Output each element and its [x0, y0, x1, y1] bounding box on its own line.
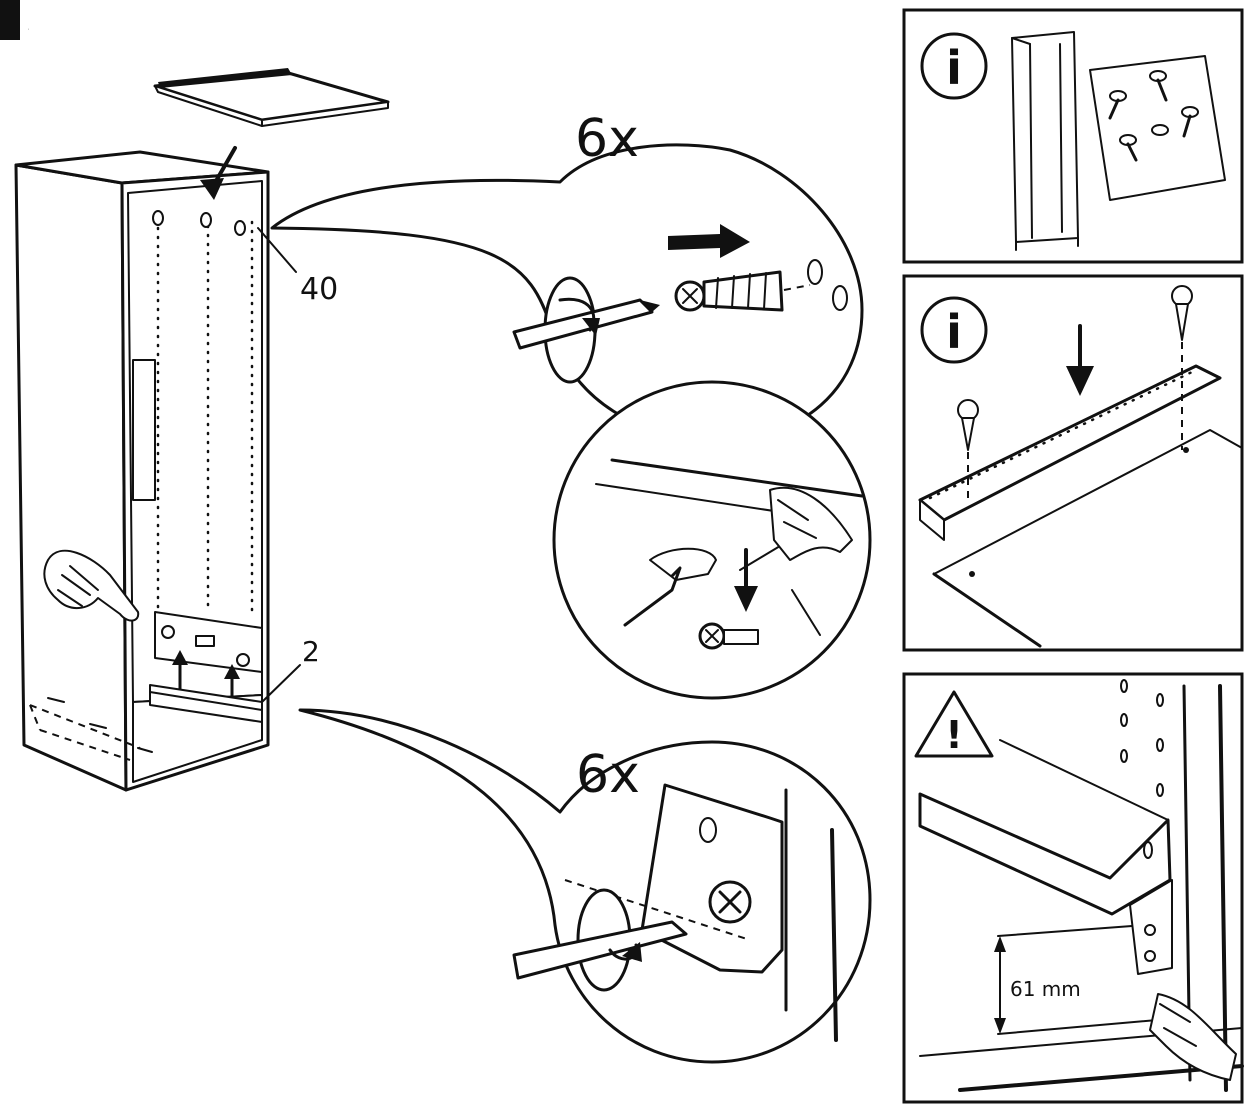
callout-part-number-bottom: 2 — [302, 635, 320, 668]
step-marker-bar — [0, 0, 20, 40]
callout-part-number-top: 40 — [300, 272, 338, 307]
info-panel-rail: i — [902, 274, 1244, 652]
detail-bubble-bottom: 6x — [298, 708, 872, 1064]
info-icon-2: i — [946, 305, 962, 359]
detail-bubble-top: 6x — [270, 109, 864, 442]
quantity-label-top: 6x — [575, 109, 639, 169]
quantity-label-bottom: 6x — [576, 745, 640, 805]
step-marker: I — [28, 29, 29, 31]
warning-panel-measurement: ! 61 mm — [902, 672, 1244, 1104]
info-icon: i — [946, 41, 962, 95]
detail-bubble-middle — [552, 380, 872, 700]
cabinet-main-view: 40 2 — [14, 146, 338, 792]
top-shelf-panel — [153, 68, 390, 127]
info-panel-contents: i — [902, 8, 1244, 264]
measurement-label: 61 mm — [1010, 977, 1081, 1001]
warning-icon: ! — [945, 713, 962, 757]
